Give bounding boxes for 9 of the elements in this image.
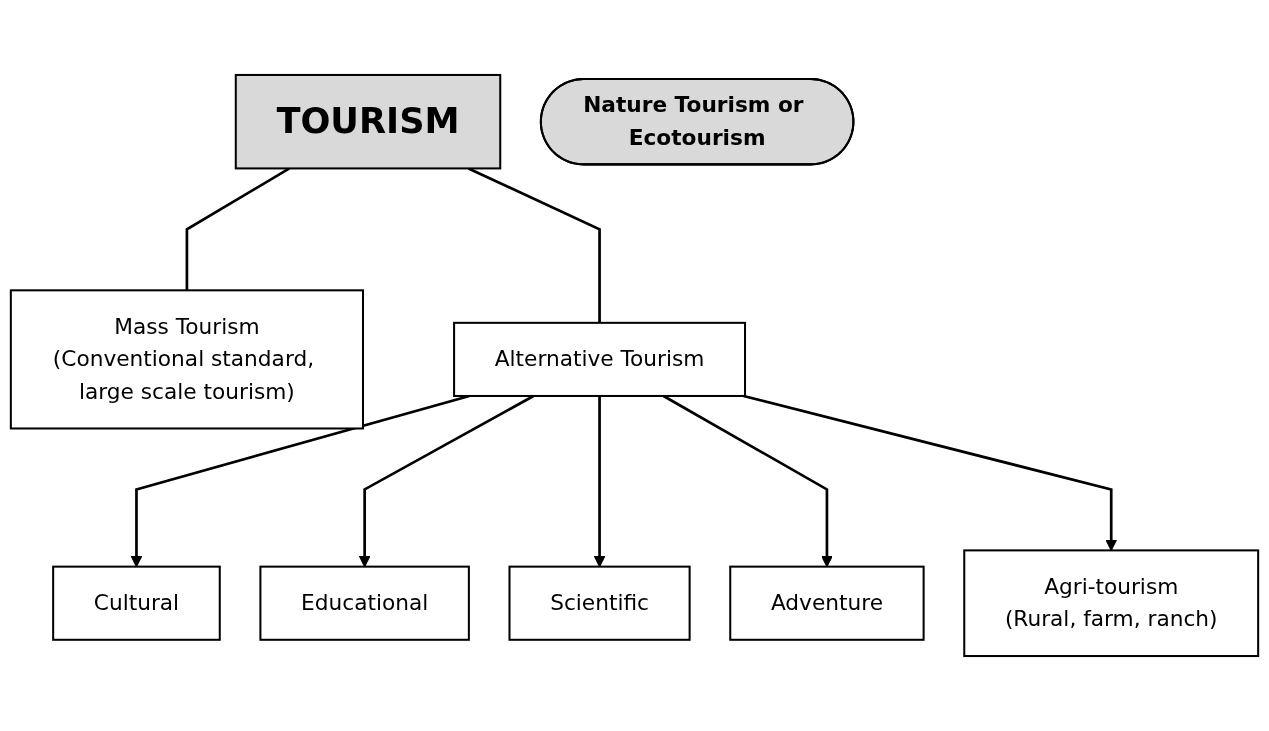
node-box: Mass Tourism (Conventional standard, large scale tourism) — [9, 289, 364, 430]
node-box: Educational — [259, 565, 470, 641]
arrow — [743, 394, 1118, 551]
node-box: Alternative Tourism — [453, 321, 747, 397]
node-box: Cultural — [52, 565, 221, 641]
node-box: Agri-tourism (Rural, farm, ranch) — [963, 549, 1260, 658]
node-box: TOURISM — [234, 73, 502, 170]
node-box: Scientific — [508, 565, 691, 641]
node-box: Adventure — [729, 565, 925, 641]
